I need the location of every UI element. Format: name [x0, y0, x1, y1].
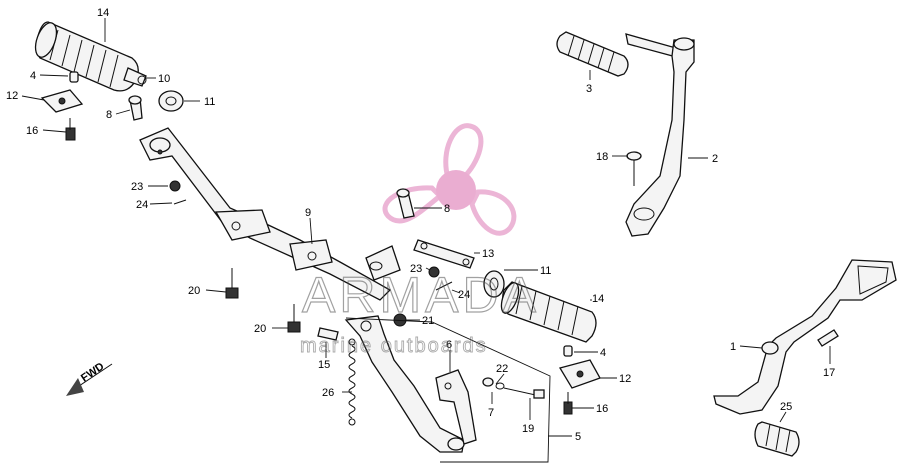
callout-8-center: 8 [444, 203, 450, 215]
watermark-logo [382, 123, 517, 236]
cotter-pin-4-top [69, 71, 79, 83]
bracket-12-top [40, 89, 84, 113]
callout-18: 18 [596, 151, 608, 163]
callout-15: 15 [318, 359, 330, 371]
footpeg-rubber-25 [754, 421, 800, 457]
callout-16-top: 16 [26, 125, 38, 137]
bolt-18 [626, 151, 642, 186]
callout-20-upper: 20 [188, 285, 200, 297]
callout-8-top: 8 [106, 109, 112, 121]
callout-1: 1 [730, 341, 736, 353]
callout-13: 13 [482, 248, 494, 260]
callout-25: 25 [780, 401, 792, 413]
watermark-tagline: marine outboards [300, 335, 488, 357]
holder-bracket-center [365, 245, 401, 281]
assembly-outline-5 [345, 317, 551, 463]
callout-3: 3 [586, 83, 592, 95]
callout-10: 10 [158, 73, 170, 85]
callout-12-top: 12 [6, 90, 18, 102]
fwd-label: FWD [79, 361, 107, 385]
pin-8-top [128, 95, 143, 121]
pedal-1 [713, 259, 897, 415]
callout-4-top: 4 [30, 70, 36, 82]
pin-24-left [173, 199, 187, 205]
pin-22 [482, 377, 494, 387]
callout-14-center: 14 [592, 293, 604, 305]
bracket-12-center [558, 359, 601, 389]
fwd-arrow: FWD [66, 361, 113, 396]
watermark-brand: ARMADA [302, 267, 540, 323]
callout-23-center: 23 [410, 263, 422, 275]
callout-9: 9 [305, 207, 311, 219]
step-bar-9 [139, 127, 392, 301]
callout-14-top: 14 [97, 7, 109, 19]
callout-16-center: 16 [596, 403, 608, 415]
callout-24-left: 24 [136, 199, 148, 211]
callout-7: 7 [488, 407, 494, 419]
callout-17: 17 [823, 367, 835, 379]
footpeg-rubber-3 [556, 31, 629, 77]
callout-24-center: 24 [458, 289, 470, 301]
callout-26: 26 [322, 387, 334, 399]
leader-lines [21, 18, 831, 437]
link-6 [435, 369, 477, 445]
cotter-pin-4-center [563, 345, 573, 357]
bolt-16-top [65, 118, 76, 141]
callout-20-lower: 20 [254, 323, 266, 335]
kick-arm-2 [625, 33, 695, 237]
callout-11-top: 11 [204, 96, 215, 108]
washer-11-center [483, 270, 505, 298]
bolt-17 [817, 329, 839, 347]
callout-19: 19 [522, 423, 534, 435]
callout-5: 5 [575, 431, 581, 443]
callout-4-center: 4 [600, 347, 606, 359]
bolt-20-upper [225, 268, 239, 299]
spring-26 [348, 338, 356, 426]
pin-8-center [396, 188, 415, 219]
watermark-text: ARMADA marine outboards [300, 266, 540, 357]
callout-21: 21 [422, 315, 434, 327]
footpeg-rubber-center [500, 281, 597, 343]
bolt-16-center [563, 392, 573, 415]
callout-23-left: 23 [131, 181, 143, 193]
washer-7 [495, 382, 505, 390]
footpeg-rubber-top-left [34, 21, 147, 92]
nut-23-left [169, 180, 181, 192]
callout-12-center: 12 [619, 373, 631, 385]
pivot-bolt-15 [317, 327, 339, 341]
rod-19 [503, 387, 545, 399]
washer-10 [137, 75, 147, 85]
callout-11-center: 11 [540, 265, 551, 277]
callout-2: 2 [712, 153, 718, 165]
nut-23-center [428, 266, 440, 278]
callout-labels: 14 4 10 12 11 8 16 23 24 9 8 13 23 11 24… [6, 7, 835, 443]
washer-11-top [158, 90, 184, 112]
callout-22: 22 [496, 363, 508, 375]
callout-6: 6 [446, 339, 452, 351]
bar-13 [413, 239, 475, 269]
pin-24-center [435, 281, 453, 291]
bolt-20-lower [287, 304, 301, 333]
